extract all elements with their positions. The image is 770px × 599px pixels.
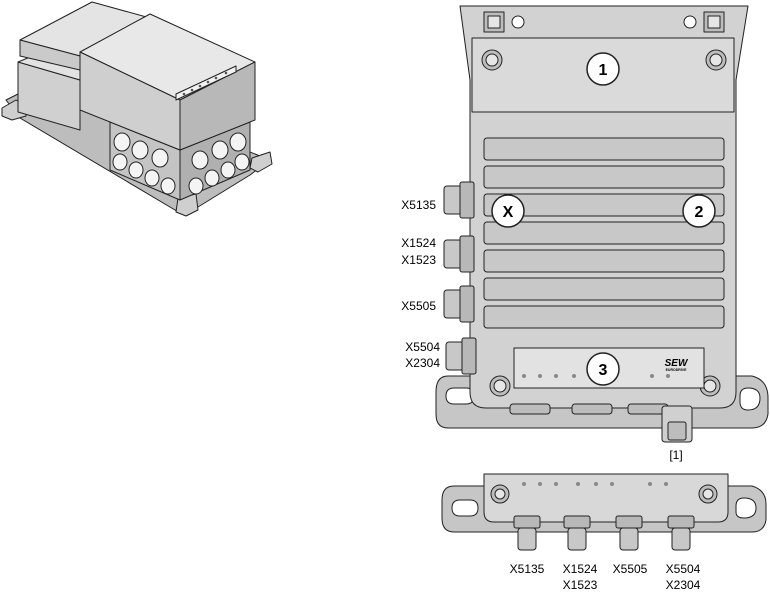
front-foot-slot-right	[739, 387, 761, 411]
bottom-label-x5135: X5135	[510, 562, 545, 576]
side-label-x5504: X5504	[405, 340, 440, 354]
iso-glands-front	[112, 132, 176, 195]
front-view	[435, 5, 769, 443]
brand-logo-sub: EURODRIVE	[666, 368, 687, 372]
callout-x: X	[503, 204, 514, 221]
bottom-connectors	[513, 515, 695, 551]
side-connector-x5135	[443, 181, 475, 219]
callout-2: 2	[695, 204, 704, 221]
iso-led-strip	[175, 65, 237, 101]
bottom-housing	[483, 473, 729, 523]
bottom-label-x5504: X5504	[666, 562, 701, 576]
brand-logo: SEW	[665, 358, 689, 369]
front-leds	[522, 374, 670, 378]
isometric-view	[1, 1, 273, 217]
bottom-corner-screws	[490, 484, 718, 504]
callout-circles	[491, 52, 716, 386]
front-bottom-connectors	[509, 403, 693, 443]
side-connectors	[443, 181, 477, 375]
side-connector-x5504	[445, 337, 477, 375]
callout-1: 1	[599, 62, 608, 79]
side-label-x1523: X1523	[401, 253, 436, 267]
bottom-connector-x1524	[563, 515, 591, 551]
callout-3-circle	[586, 352, 620, 386]
front-cooling-ribs	[483, 137, 725, 329]
footnote-marker: [1]	[669, 448, 682, 462]
bottom-foot-slot-left	[451, 499, 479, 517]
bottom-connector-x5505	[615, 515, 643, 551]
bottom-leds	[522, 482, 668, 486]
callout-3: 3	[599, 362, 608, 379]
bottom-label-x1524: X1524	[563, 562, 598, 576]
side-connector-x1524	[443, 235, 475, 273]
bottom-label-x1523: X1523	[563, 578, 598, 592]
front-top-ground-screws	[483, 11, 725, 33]
iso-leds	[182, 71, 228, 96]
side-label-x5505: X5505	[401, 299, 436, 313]
callout-1-circle	[586, 52, 620, 86]
side-label-x2304: X2304	[405, 356, 440, 370]
bottom-connector-x5504	[667, 515, 695, 551]
callout-2-circle	[682, 194, 716, 228]
side-label-x1524: X1524	[401, 236, 436, 250]
side-label-x5135: X5135	[401, 198, 436, 212]
bottom-connector-x5135	[513, 515, 541, 551]
bottom-foot-slot-right	[735, 497, 757, 519]
side-connector-x5505	[443, 285, 475, 323]
bottom-view	[441, 473, 767, 551]
bottom-label-x2304: X2304	[666, 578, 701, 592]
bottom-label-x5505: X5505	[613, 562, 648, 576]
iso-glands-right	[188, 132, 250, 195]
callout-x-circle	[491, 194, 525, 228]
